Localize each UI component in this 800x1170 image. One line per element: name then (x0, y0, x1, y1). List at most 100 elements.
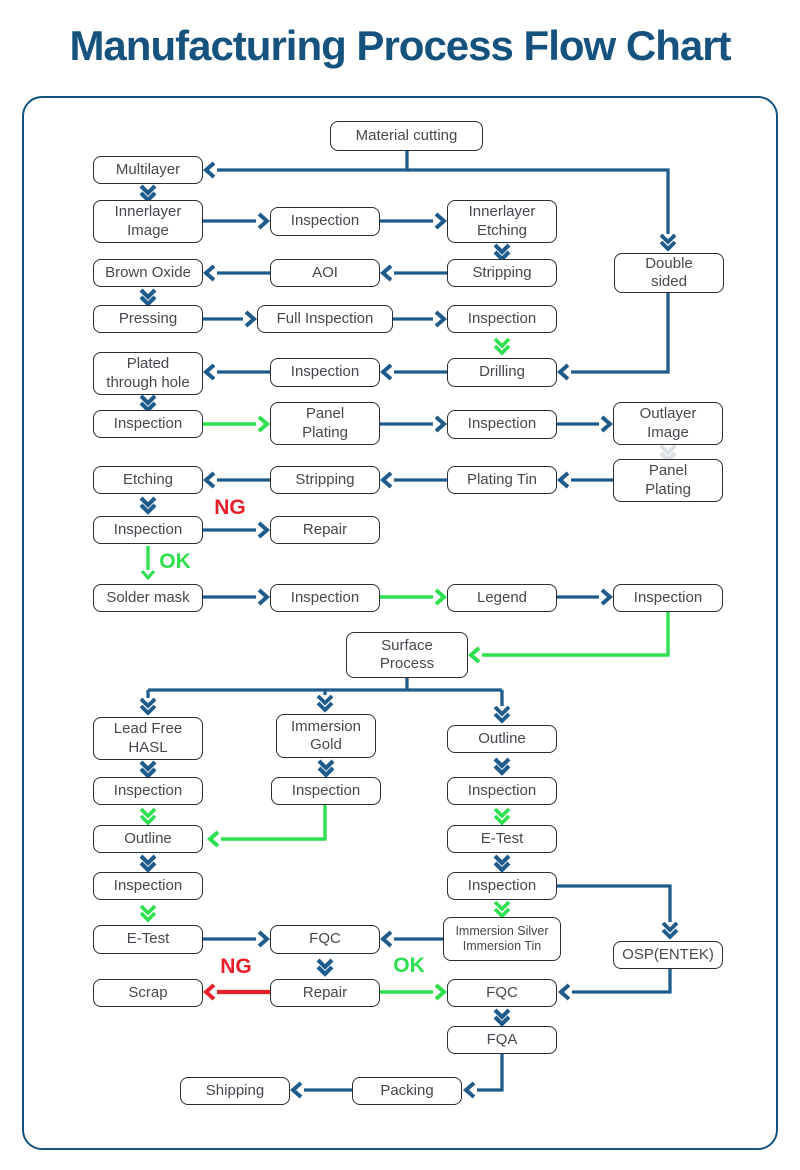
arrowhead-left-icon (556, 363, 570, 381)
arrowhead-right-icon (434, 310, 448, 328)
arrowhead-left-icon (557, 983, 571, 1001)
chevron-double-down-icon (139, 854, 157, 866)
node-fqc-b: FQC (270, 925, 380, 954)
node-legend: Legend (447, 584, 557, 612)
arrowhead-right-icon (257, 415, 271, 433)
arrowhead-right-icon (600, 415, 614, 433)
node-panel-plating-2: Panel Plating (613, 459, 723, 502)
arrowhead-left-icon (202, 363, 216, 381)
chevron-double-down-icon (139, 184, 157, 196)
node-scrap: Scrap (93, 979, 203, 1007)
arrowhead-double-down-icon (493, 705, 511, 717)
arrowhead-double-down-icon (139, 697, 157, 709)
connector-line (407, 168, 670, 234)
node-brown-oxide: Brown Oxide (93, 259, 203, 287)
node-inspection-13: Inspection (447, 872, 557, 900)
node-e-test-c: E-Test (447, 825, 557, 853)
arrowhead-right-icon (257, 588, 271, 606)
arrowhead-right-icon (434, 588, 448, 606)
arrowhead-double-down-icon (316, 694, 334, 706)
chevron-double-down-icon (139, 295, 157, 307)
node-inspection-3: Inspection (270, 358, 380, 387)
chevron-double-down-icon (493, 807, 511, 819)
arrowhead-left-icon (289, 1081, 303, 1099)
arrowhead-left-icon (462, 1081, 476, 1099)
node-innerlayer-image: Innerlayer Image (93, 200, 203, 243)
node-inspection-2: Inspection (447, 305, 557, 333)
node-immersion-silver-tin: Immersion Silver Immersion Tin (443, 917, 561, 961)
connector-line (572, 969, 672, 994)
chevron-double-down-icon (493, 757, 511, 769)
arrowhead-double-down-icon (661, 921, 679, 933)
node-etching: Etching (93, 466, 203, 494)
arrowhead-left-icon (206, 830, 220, 848)
arrowhead-left-icon (202, 264, 216, 282)
chevron-double-down-icon (139, 760, 157, 772)
chevron-double-down-icon (493, 861, 511, 873)
arrowhead-right-icon (257, 212, 271, 230)
connector-line (557, 884, 672, 922)
arrowhead-left-icon (379, 930, 393, 948)
node-repair-2: Repair (270, 979, 380, 1007)
chevron-double-down-icon (139, 814, 157, 826)
arrowhead-right-icon (434, 415, 448, 433)
chevron-double-down-icon (316, 965, 334, 977)
arrowhead-right-icon (434, 212, 448, 230)
arrowhead-left-icon (379, 471, 393, 489)
chevron-double-down-icon (139, 911, 157, 923)
node-outline-c: Outline (447, 725, 557, 753)
node-panel-plating-1: Panel Plating (270, 402, 380, 445)
flow-label-ok-2: OK (393, 954, 425, 977)
node-inspection-7: Inspection (270, 584, 380, 612)
node-inspection-4: Inspection (93, 410, 203, 438)
node-outlayer-image: Outlayer Image (613, 402, 723, 445)
node-solder-mask: Solder mask (93, 584, 203, 612)
arrowhead-double-down-icon (659, 240, 677, 252)
node-surface-process: Surface Process (346, 632, 468, 678)
node-stripping-1: Stripping (447, 259, 557, 287)
node-inspection-12: Inspection (93, 872, 203, 900)
chevron-double-down-icon (139, 496, 157, 508)
arrowhead-right-icon (257, 930, 271, 948)
arrowhead-left-icon (556, 471, 570, 489)
node-full-inspection: Full Inspection (257, 305, 393, 333)
arrowhead-left-icon (202, 161, 216, 179)
chevron-double-down-icon (493, 900, 511, 912)
flow-label-ng-2: NG (220, 955, 252, 978)
arrowhead-double-down-icon (661, 928, 679, 940)
arrowhead-double-down-icon (493, 712, 511, 724)
connector-line (221, 805, 327, 841)
arrowhead-double-down-icon (139, 704, 157, 716)
node-plating-tin: Plating Tin (447, 466, 557, 494)
node-innerlayer-etching: Innerlayer Etching (447, 200, 557, 243)
arrowhead-right-icon (600, 588, 614, 606)
node-inspection-8: Inspection (613, 584, 723, 612)
node-pressing: Pressing (93, 305, 203, 333)
arrowhead-left-icon (379, 363, 393, 381)
chevron-double-down-icon (493, 907, 511, 919)
node-immersion-gold: Immersion Gold (276, 714, 376, 758)
arrowhead-right-icon (257, 521, 271, 539)
node-fqc-c: FQC (447, 979, 557, 1007)
node-drilling: Drilling (447, 358, 557, 387)
arrowhead-right-icon (244, 310, 258, 328)
node-inspection-9: Inspection (93, 777, 203, 805)
chevron-double-down-icon (493, 764, 511, 776)
connector-line (217, 151, 409, 172)
chevron-double-down-icon (316, 958, 334, 970)
connector-line (571, 293, 670, 374)
connector-line (477, 1054, 504, 1092)
chevron-double-down-icon (139, 767, 157, 779)
node-inspection-11: Inspection (447, 777, 557, 805)
chevron-double-down-icon (493, 1008, 511, 1020)
chevron-double-down-icon (493, 814, 511, 826)
arrowhead-down-icon (140, 570, 156, 581)
node-repair-1: Repair (270, 516, 380, 544)
arrowhead-left-icon (202, 471, 216, 489)
node-material-cutting: Material cutting (330, 121, 483, 151)
arrowhead-right-icon (434, 983, 448, 1001)
node-fqa: FQA (447, 1026, 557, 1054)
node-inspection-6: Inspection (93, 516, 203, 544)
